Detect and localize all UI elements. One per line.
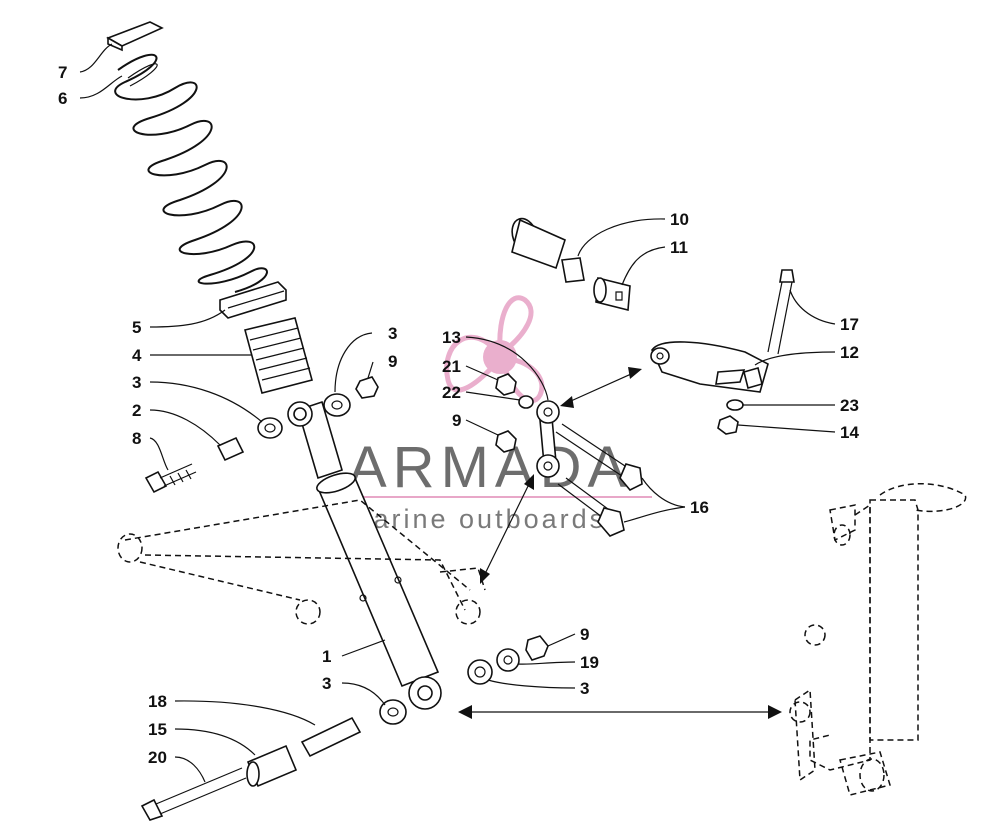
callout-3-upper-left: 3 — [132, 373, 141, 392]
leader-lines — [79, 43, 836, 783]
callout-3-lower-right: 3 — [580, 679, 589, 698]
lower-spacer-19 — [496, 648, 520, 672]
callout-5: 5 — [132, 318, 141, 337]
callout-labels: 7 6 5 4 3 2 8 3 9 13 21 22 9 10 11 17 12… — [58, 63, 859, 767]
lower-sleeve-18 — [300, 716, 362, 758]
propeller-emblem — [444, 295, 545, 404]
a-arm-outline — [117, 499, 486, 625]
adjuster-collar — [244, 317, 313, 394]
arm-nut-14 — [717, 415, 739, 435]
upper-sleeve — [216, 436, 245, 462]
lower-sleeve-15 — [246, 744, 298, 788]
stabilizer-bushing — [593, 276, 631, 312]
spring-seat — [219, 281, 287, 319]
armada-logo: ARMADA marine outboards — [348, 295, 652, 534]
callout-10: 10 — [670, 210, 689, 229]
callout-11: 11 — [670, 238, 688, 257]
shock-absorber — [287, 400, 442, 710]
callout-17: 17 — [840, 315, 859, 334]
callout-20: 20 — [148, 748, 167, 767]
callout-3-lower-left: 3 — [322, 674, 331, 693]
watermark-subtitle: marine outboards — [348, 504, 606, 534]
callout-3-upper-right: 3 — [388, 324, 397, 343]
upper-bushing-left — [257, 417, 283, 439]
callout-15: 15 — [148, 720, 167, 739]
callout-16: 16 — [690, 498, 709, 517]
callout-22: 22 — [442, 383, 461, 402]
callout-18: 18 — [148, 692, 167, 711]
callout-6: 6 — [58, 89, 67, 108]
coil-spring — [114, 53, 268, 293]
lower-nut — [525, 635, 549, 661]
spindle-housing — [789, 483, 967, 796]
stabilizer-bar-end — [511, 217, 585, 283]
lower-bushing-right — [467, 659, 493, 685]
callout-23: 23 — [840, 396, 859, 415]
lower-bushing-left — [379, 699, 407, 725]
callout-8: 8 — [132, 429, 141, 448]
spring-retainer — [106, 21, 164, 52]
callout-9-lower: 9 — [580, 625, 589, 644]
link-nut-21 — [495, 373, 517, 396]
callout-7: 7 — [58, 63, 67, 82]
link-washer-22 — [518, 395, 534, 409]
stabilizer-link — [536, 400, 560, 478]
callout-2: 2 — [132, 401, 141, 420]
callout-13: 13 — [442, 328, 461, 347]
link-nut-9 — [495, 430, 517, 453]
callout-21: 21 — [442, 357, 461, 376]
callout-4: 4 — [132, 346, 142, 365]
upper-nut — [355, 376, 379, 399]
stabilizer-arm — [650, 341, 769, 393]
upper-bushing-right — [323, 393, 351, 417]
arm-washer-23 — [726, 399, 744, 411]
callout-9-link: 9 — [452, 411, 461, 430]
lower-bolt-20 — [140, 767, 247, 821]
link-bolt-lower — [557, 477, 625, 537]
link-bolt-upper — [555, 423, 643, 491]
callout-12: 12 — [840, 343, 859, 362]
callout-14: 14 — [840, 423, 859, 442]
callout-1: 1 — [322, 647, 331, 666]
watermark-title: ARMADA — [348, 435, 632, 500]
callout-9-upper: 9 — [388, 352, 397, 371]
upper-bolt — [144, 463, 197, 494]
callout-19: 19 — [580, 653, 599, 672]
arm-bolt-17 — [767, 269, 795, 355]
connector-arrows — [458, 367, 782, 719]
